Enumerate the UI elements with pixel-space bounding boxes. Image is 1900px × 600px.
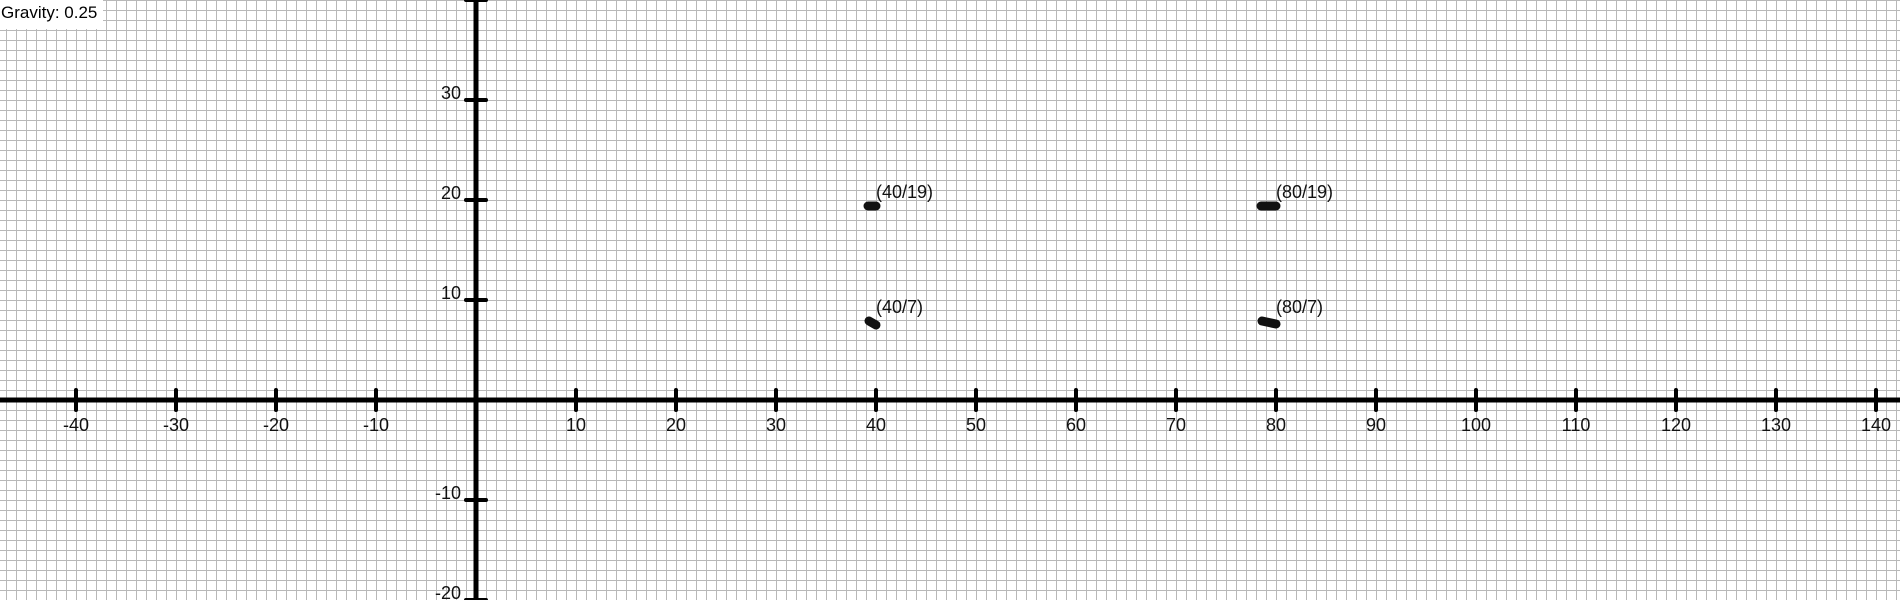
y-tick-label-10: 10 bbox=[441, 283, 461, 303]
segment-label-1: (40/19) bbox=[876, 182, 933, 202]
y-tick-label-40: 40 bbox=[441, 0, 461, 3]
x-tick-label-90: 90 bbox=[1366, 415, 1386, 435]
x-tick-label-140: 140 bbox=[1861, 415, 1891, 435]
x-tick-label-30: 30 bbox=[766, 415, 786, 435]
segment-label-2: (80/19) bbox=[1276, 182, 1333, 202]
gravity-value: 0.25 bbox=[64, 3, 98, 22]
x-tick-label-100: 100 bbox=[1461, 415, 1491, 435]
x-tick-label-120: 120 bbox=[1661, 415, 1691, 435]
x-tick-label-40: 40 bbox=[866, 415, 886, 435]
x-tick-label--10: -10 bbox=[363, 415, 389, 435]
y-tick-label-20: 20 bbox=[441, 183, 461, 203]
segment-label-3: (40/7) bbox=[876, 297, 923, 317]
x-tick-label--30: -30 bbox=[163, 415, 189, 435]
x-tick-label-20: 20 bbox=[666, 415, 686, 435]
segment-4 bbox=[1257, 316, 1281, 329]
x-tick-label-130: 130 bbox=[1761, 415, 1791, 435]
data-marks: (40/19) (80/19) (40/7) (80/7) bbox=[863, 182, 1333, 330]
axis-ticks: -40 -30 -20 -10 10 20 30 40 50 60 70 80 90 100 110 120 1… bbox=[63, 0, 1891, 600]
y-tick-label--20: -20 bbox=[435, 583, 461, 600]
x-tick-label-80: 80 bbox=[1266, 415, 1286, 435]
x-tick-label-70: 70 bbox=[1166, 415, 1186, 435]
y-tick-label-30: 30 bbox=[441, 83, 461, 103]
x-tick-label-60: 60 bbox=[1066, 415, 1086, 435]
gravity-label: Gravity: bbox=[1, 3, 60, 22]
segment-label-4: (80/7) bbox=[1276, 297, 1323, 317]
x-tick-label-110: 110 bbox=[1562, 415, 1591, 435]
x-tick-label-50: 50 bbox=[966, 415, 986, 435]
x-tick-label--20: -20 bbox=[263, 415, 289, 435]
y-tick-label--10: -10 bbox=[435, 483, 461, 503]
gravity-readout: Gravity: 0.25 bbox=[0, 0, 104, 29]
x-tick-label--40: -40 bbox=[63, 415, 89, 435]
x-tick-label-10: 10 bbox=[566, 415, 586, 435]
segment-3 bbox=[864, 316, 881, 330]
